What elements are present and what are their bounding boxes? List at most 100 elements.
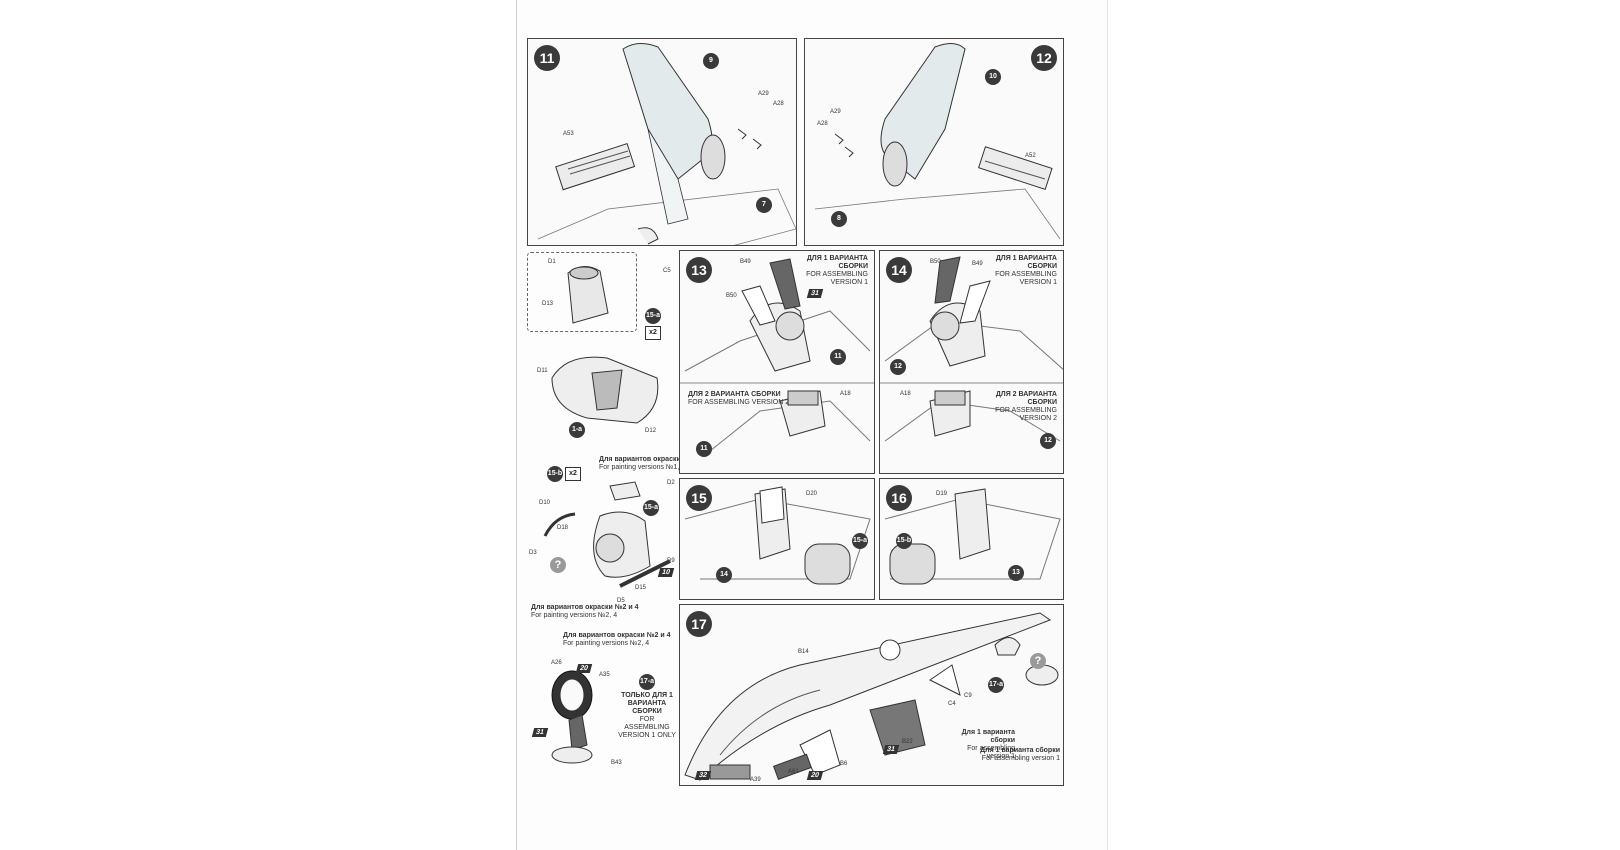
part-label: A18 (840, 391, 851, 397)
part-callout: 14 (716, 567, 732, 583)
part-label: B22 (902, 739, 913, 745)
part-label: A18 (900, 391, 911, 397)
part-callout: 11 (830, 349, 846, 365)
step-13-drawing (680, 258, 874, 452)
paint-color-ref: 32 (694, 771, 712, 780)
instruction-sheet: 11 9 A29 A28 A53 7 C5 12 10 A29 (516, 0, 1108, 850)
part-label: D15 (635, 585, 647, 591)
step-12-drawing (814, 43, 1061, 240)
step-14-drawing (880, 256, 1063, 442)
step-number: 11 (534, 45, 560, 71)
part-label: A53 (563, 131, 574, 137)
part-label: B50 (930, 259, 941, 265)
subassembly-badge: 17-a (639, 674, 655, 690)
part-callout: 8 (831, 211, 847, 227)
part-label: D1 (548, 259, 556, 265)
part-label: D3 (529, 550, 537, 556)
paint-color-ref: 20 (806, 771, 824, 780)
step-11-panel: 11 9 A29 A28 A53 7 (527, 38, 797, 246)
part-label: D18 (557, 525, 569, 531)
subassembly-badge: 15-b (547, 466, 563, 482)
step-17-panel: 17 B14 C9 C4 17-a ? B22 B6 A61 A39 32 20… (679, 604, 1064, 786)
subassembly-badge: 15-a (645, 308, 661, 324)
part-label: B50 (726, 293, 737, 299)
part-label: C9 (964, 693, 972, 699)
part-label: A29 (830, 109, 841, 115)
step-15-panel: 15 D20 15-a 14 (679, 478, 875, 600)
step-number: 15 (686, 485, 712, 511)
part-callout: 12 (890, 359, 906, 375)
part-label: A28 (773, 101, 784, 107)
paint-color-ref: 10 (657, 568, 675, 577)
part-label: D13 (542, 301, 554, 307)
part-label: D11 (537, 368, 548, 374)
part-label: A35 (599, 672, 610, 678)
step-12-panel: 12 10 A29 A28 A52 8 (804, 38, 1064, 246)
step-16-panel: 16 D19 15-b 13 (879, 478, 1064, 600)
radiator-17a-drawing (551, 670, 593, 764)
part-label: B49 (972, 261, 983, 267)
cowling-15b-drawing (543, 481, 671, 588)
part-callout: 11 (696, 441, 712, 457)
part-label: A29 (758, 91, 769, 97)
part-label: A39 (750, 777, 761, 783)
part-callout: 9 (703, 53, 719, 69)
paint-color-ref: 31 (882, 745, 900, 754)
part-label: D12 (645, 428, 657, 434)
paint-color-ref: 31 (531, 728, 549, 737)
part-callout: 15-a (852, 533, 868, 549)
step-number: 17 (686, 611, 712, 637)
optional-part-marker: ? (550, 557, 566, 573)
part-label: A52 (1025, 153, 1036, 159)
step-number: 16 (886, 485, 912, 511)
part-label: A28 (817, 121, 828, 127)
paint-color-ref: 20 (575, 664, 593, 673)
subassembly-badge: 17-a (988, 677, 1004, 693)
part-label: D2 (667, 480, 675, 486)
step-11-drawing (537, 43, 796, 245)
part-callout: 1-a (569, 422, 585, 438)
part-label: A26 (551, 660, 562, 666)
detail-callout-box: D1 D13 (527, 252, 637, 332)
part-label: D19 (936, 491, 948, 497)
part-callout: 10 (985, 69, 1001, 85)
part-label: C4 (948, 701, 956, 707)
part-label: B14 (798, 649, 809, 655)
step-16-drawing (884, 488, 1061, 585)
cowling-15a-drawing (551, 356, 659, 424)
part-callout: 15-b (896, 533, 912, 549)
part-callout: 15-a (643, 500, 659, 516)
part-label: D10 (539, 500, 551, 506)
paint-color-ref: 31 (806, 289, 824, 298)
step-number: 14 (886, 257, 912, 283)
quantity-multiplier: x2 (645, 326, 661, 340)
part-label: B43 (611, 760, 622, 766)
part-callout: 12 (1040, 433, 1056, 449)
step-number: 13 (686, 257, 712, 283)
part-callout: 7 (756, 197, 772, 213)
part-label: C5 (663, 268, 671, 274)
part-label: B49 (740, 259, 751, 265)
part-label: D9 (667, 558, 675, 564)
step-15-drawing (684, 486, 871, 585)
part-label: D20 (806, 491, 818, 497)
quantity-multiplier: x2 (565, 467, 581, 481)
part-callout: 13 (1008, 565, 1024, 581)
step-number: 12 (1031, 45, 1057, 71)
step-17-drawing (684, 612, 1059, 781)
part-label: B6 (840, 761, 848, 767)
part-label: A61 (788, 769, 799, 775)
optional-part-marker: ? (1030, 653, 1046, 669)
